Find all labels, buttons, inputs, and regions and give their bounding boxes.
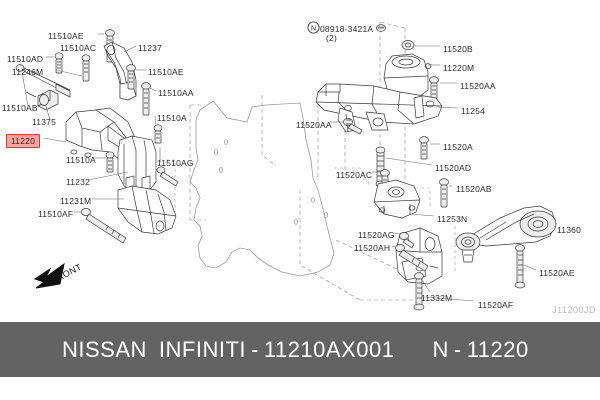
callout-label-11510ag: 11510AG <box>157 158 194 168</box>
callout-label-11246m: 11246M <box>12 67 44 77</box>
callout-label-11520ah: 11520AH <box>354 243 391 253</box>
part-11520AG-washer <box>399 232 415 249</box>
part-11510AE-bolt-mid <box>126 64 136 90</box>
callout-label-11520ag: 11520AG <box>358 230 395 240</box>
callout-label-11220[interactable]: 11220 <box>6 134 41 148</box>
callout-label-08918-3421a: 08918-3421A <box>320 24 374 34</box>
part-11520AA-bolt-upper <box>429 76 439 100</box>
part-11510A-bolt-left <box>105 151 115 173</box>
part-11520AF-bolt <box>413 272 425 311</box>
part-11510AA-bolt <box>141 82 151 116</box>
callout-label-11360: 11360 <box>557 225 582 235</box>
callout-label-11231m: 11231M <box>60 196 92 206</box>
callout-label-11232: 11232 <box>66 177 91 187</box>
callout-label-11520b: 11520B <box>443 44 473 54</box>
callout-label--2-: (2) <box>326 33 337 43</box>
note-symbol-circle-n: N <box>307 21 320 39</box>
callout-label-11520aa: 11520AA <box>296 120 332 130</box>
part-11510AD-bolt <box>54 52 64 74</box>
leader-lines <box>21 26 557 302</box>
part-11254-member <box>315 83 443 133</box>
brand-infiniti: INFINITI <box>158 336 247 362</box>
part-11510A-bolt-right <box>153 124 163 144</box>
banner-separator: - <box>251 336 259 362</box>
part-11520AB-bolt <box>439 178 449 208</box>
part-08918-3421A-nut <box>376 24 386 32</box>
callout-label-11510ae: 11510AE <box>148 67 184 77</box>
callout-label-11253n: 11253N <box>437 214 468 224</box>
callout-label-11520ad: 11520AD <box>435 163 472 173</box>
callout-label-11510ac: 11510AC <box>60 43 97 53</box>
part-11231M-bracket <box>117 185 177 235</box>
brand-banner-text: NISSAN INFINITI - 11210AX001 N - 11220 <box>0 337 529 363</box>
part-11520AE-bolt <box>514 244 526 289</box>
callout-label-11510ad: 11510AD <box>7 54 44 64</box>
callout-label-11520ae: 11520AE <box>539 268 575 278</box>
callout-label-11254: 11254 <box>461 106 486 116</box>
callout-label-11510ab: 11510AB <box>2 103 38 113</box>
part-11510AB-bolt <box>25 91 37 98</box>
part-11360-torque-rod <box>455 205 557 263</box>
part-11232-bracket <box>117 135 157 193</box>
brand-nissan: NISSAN <box>62 336 147 362</box>
part-11510AF-bolt <box>81 208 127 244</box>
callout-label-11510ae: 11510AE <box>48 31 84 41</box>
diagram-id-watermark: J11200JD <box>552 305 596 315</box>
part-11520A-bolt <box>419 136 429 160</box>
part-11510AG-bolt <box>156 166 179 187</box>
arrow-down-left-icon <box>33 262 65 289</box>
svg-text:N: N <box>311 25 316 32</box>
parts-diagram-canvas: .ln{fill:none;stroke:#3a3a3a;stroke-widt… <box>2 21 596 315</box>
banner-ref-number: 11220 <box>466 336 529 362</box>
callout-label-11520a: 11520A <box>443 142 473 152</box>
part-11253N-bracket <box>373 179 421 219</box>
engine-block-outline <box>189 100 335 277</box>
banner-part-number: 11210AX001 <box>263 336 395 362</box>
callout-label-11520aa: 11520AA <box>460 81 496 91</box>
callout-label-11510aa: 11510AA <box>158 88 194 98</box>
part-11520B-nut <box>401 40 415 50</box>
callout-label-11510a: 11510A <box>157 113 187 123</box>
banner-ref-separator: - <box>453 336 462 362</box>
callout-label-11510a: 11510A <box>66 155 96 165</box>
part-11520AA-bolt-left <box>343 118 363 135</box>
part-11510AC-bolt <box>81 54 91 82</box>
callout-label-11220m: 11220M <box>443 63 475 73</box>
callout-label-11375: 11375 <box>32 117 57 127</box>
part-11246M-stud <box>15 64 71 98</box>
parts-diagram-svg: .ln{fill:none;stroke:#3a3a3a;stroke-widt… <box>15 21 557 311</box>
callout-label-11510af: 11510AF <box>38 209 74 219</box>
part-11375-washer <box>37 89 59 111</box>
brand-banner: NISSAN INFINITI - 11210AX001 N - 11220 <box>0 322 600 377</box>
banner-ref-prefix: N <box>432 336 449 362</box>
callout-label-11520ab: 11520AB <box>456 184 492 194</box>
front-orientation-marker: FRONT <box>30 262 110 302</box>
part-11520AH-stud <box>395 244 429 272</box>
callout-label-11332m: 11332M <box>421 293 453 303</box>
callout-label-11520ac: 11520AC <box>336 170 373 180</box>
callout-label-11520af: 11520AF <box>478 300 514 310</box>
callout-label-11237: 11237 <box>138 43 163 53</box>
